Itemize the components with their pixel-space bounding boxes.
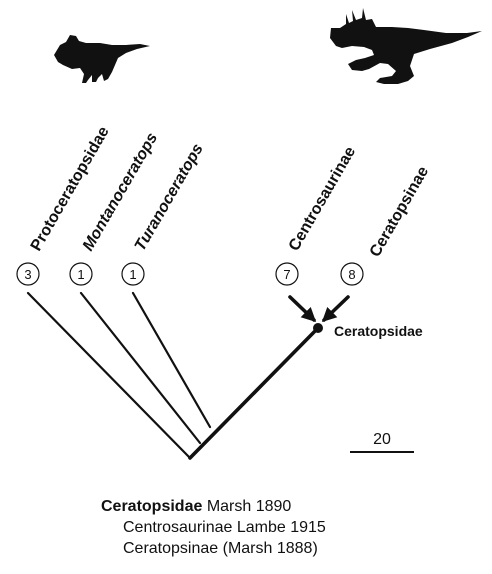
protoceratops-silhouette-icon <box>54 35 150 83</box>
classification-entry-ceratopsinae: Ceratopsinae (Marsh 1888) <box>123 538 318 559</box>
classification-authority: Marsh 1890 <box>202 498 291 515</box>
ceratopsid-silhouette-icon <box>330 8 482 84</box>
count-ceratopsinae: 8 <box>348 267 355 282</box>
classification-name: Centrosaurinae <box>123 519 232 536</box>
count-marker-centrosaurinae: 7 <box>276 263 298 285</box>
count-turanoceratops: 1 <box>129 267 136 282</box>
ceratopsidae-node <box>313 323 323 333</box>
classification-authority: (Marsh 1888) <box>218 540 318 557</box>
count-montanoceratops: 1 <box>77 267 84 282</box>
classification-authority: Lambe 1915 <box>232 519 325 536</box>
scale-bar-label: 20 <box>373 431 391 448</box>
classification-entry-centrosaurinae: Centrosaurinae Lambe 1915 <box>123 517 326 538</box>
branch-protoceratopsidae <box>28 293 190 458</box>
branch-centrosaurinae <box>290 297 314 320</box>
count-marker-turanoceratops: 1 <box>122 263 144 285</box>
classification-entry-ceratopsidae: Ceratopsidae Marsh 1890 <box>101 496 291 517</box>
taxon-label-centrosaurinae: Centrosaurinae <box>286 144 359 254</box>
count-marker-montanoceratops: 1 <box>70 263 92 285</box>
branch-ceratopsinae <box>324 297 348 320</box>
count-centrosaurinae: 7 <box>283 267 290 282</box>
classification-name: Ceratopsinae <box>123 540 218 557</box>
taxon-label-ceratopsinae: Ceratopsinae <box>367 164 432 260</box>
count-marker-ceratopsinae: 8 <box>341 263 363 285</box>
scale-bar: 20 <box>350 431 414 452</box>
branch-montanoceratops <box>81 293 200 443</box>
clade-label-ceratopsidae: Ceratopsidae <box>334 323 423 339</box>
classification-name: Ceratopsidae <box>101 498 202 515</box>
count-marker-protoceratopsidae: 3 <box>17 263 39 285</box>
branch-stem-ceratopsidae <box>190 328 318 458</box>
count-protoceratopsidae: 3 <box>24 267 31 282</box>
